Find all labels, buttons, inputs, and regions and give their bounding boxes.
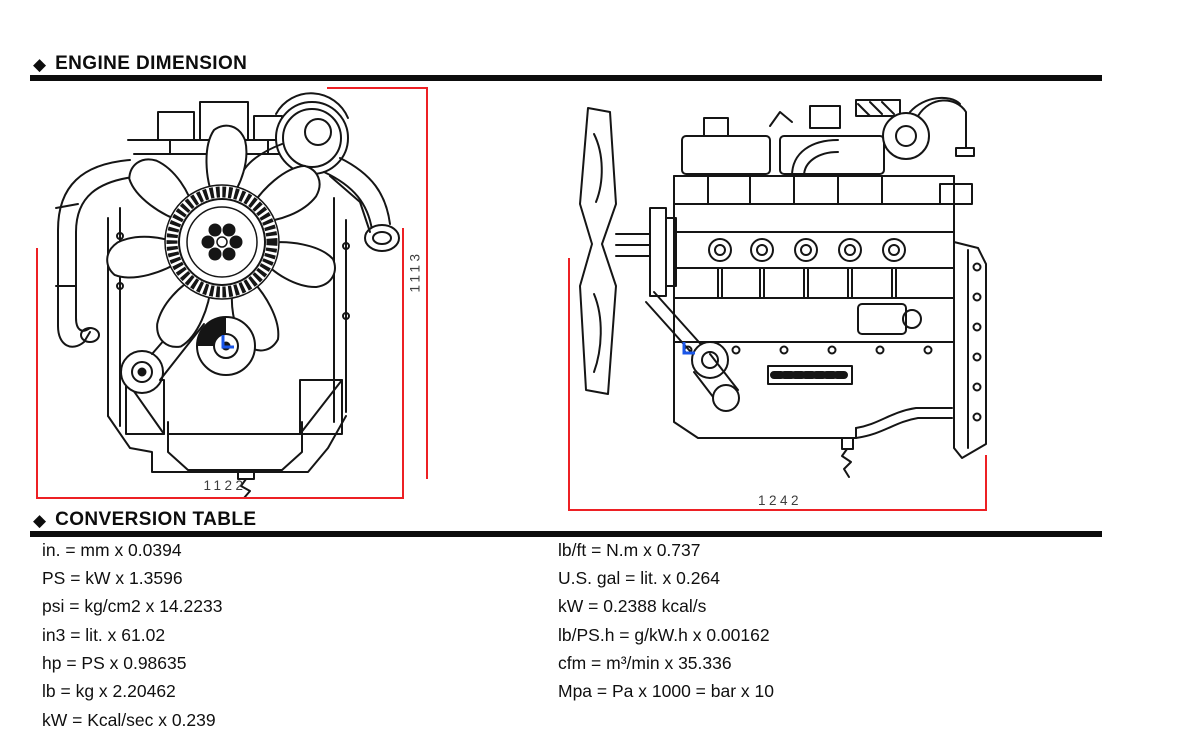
- diamond-icon: ◆: [33, 54, 47, 74]
- dimension-extension-front-left: [36, 248, 38, 499]
- dimension-label-front-height-text: 1113: [407, 249, 423, 293]
- conversion-row: lb = kg x 2.20462: [42, 681, 176, 702]
- conversion-row: hp = PS x 0.98635: [42, 653, 187, 674]
- conversion-row: lb/PS.h = g/kW.h x 0.00162: [558, 624, 770, 645]
- conversion-row: lb/ft = N.m x 0.737: [558, 539, 701, 560]
- section-title-conversion-table: CONVERSION TABLE: [55, 509, 257, 530]
- section-title-engine-dimension: ENGINE DIMENSION: [55, 53, 248, 74]
- dimension-label-front-height: 1113: [400, 240, 430, 302]
- conversion-row: kW = 0.2388 kcal/s: [558, 596, 707, 617]
- fan-hub: [164, 184, 280, 300]
- dimension-line-front-top: [327, 87, 428, 89]
- dimension-label-front-width: 1122: [203, 478, 247, 493]
- dimension-line-front-height: [426, 87, 428, 479]
- conversion-row: psi = kg/cm2 x 14.2233: [42, 596, 223, 617]
- datum-mark-side: [682, 342, 695, 355]
- dimension-extension-side-left: [568, 258, 570, 511]
- dimension-label-side-width: 1242: [757, 493, 803, 508]
- datum-mark-front: [221, 335, 234, 349]
- diamond-icon: ◆: [33, 510, 47, 530]
- conversion-row: U.S. gal = lit. x 0.264: [558, 568, 720, 589]
- conversion-table-header: ◆ CONVERSION TABLE: [33, 509, 256, 531]
- header-rule: [30, 75, 1102, 81]
- dimension-line-front-width: [36, 497, 404, 499]
- conversion-row: in. = mm x 0.0394: [42, 539, 182, 560]
- engine-front-view-drawing: [55, 92, 400, 499]
- dimension-extension-front-right: [402, 228, 404, 499]
- conversion-row: in3 = lit. x 61.02: [42, 624, 166, 645]
- conversion-row: PS = kW x 1.3596: [42, 568, 183, 589]
- dimension-line-side-width: [568, 509, 987, 511]
- engine-dimension-header: ◆ ENGINE DIMENSION: [33, 53, 247, 75]
- engine-side-view-drawing: [579, 96, 987, 478]
- conversion-row: Mpa = Pa x 1000 = bar x 10: [558, 681, 774, 702]
- conversion-left-column: in. = mm x 0.0394 PS = kW x 1.3596 psi =…: [42, 536, 522, 734]
- conversion-row: cfm = m³/min x 35.336: [558, 653, 732, 674]
- conversion-row: kW = Kcal/sec x 0.239: [42, 709, 216, 730]
- conversion-rule: [30, 531, 1102, 537]
- conversion-right-column: lb/ft = N.m x 0.737 U.S. gal = lit. x 0.…: [558, 536, 1038, 706]
- dimension-extension-side-right: [985, 455, 987, 511]
